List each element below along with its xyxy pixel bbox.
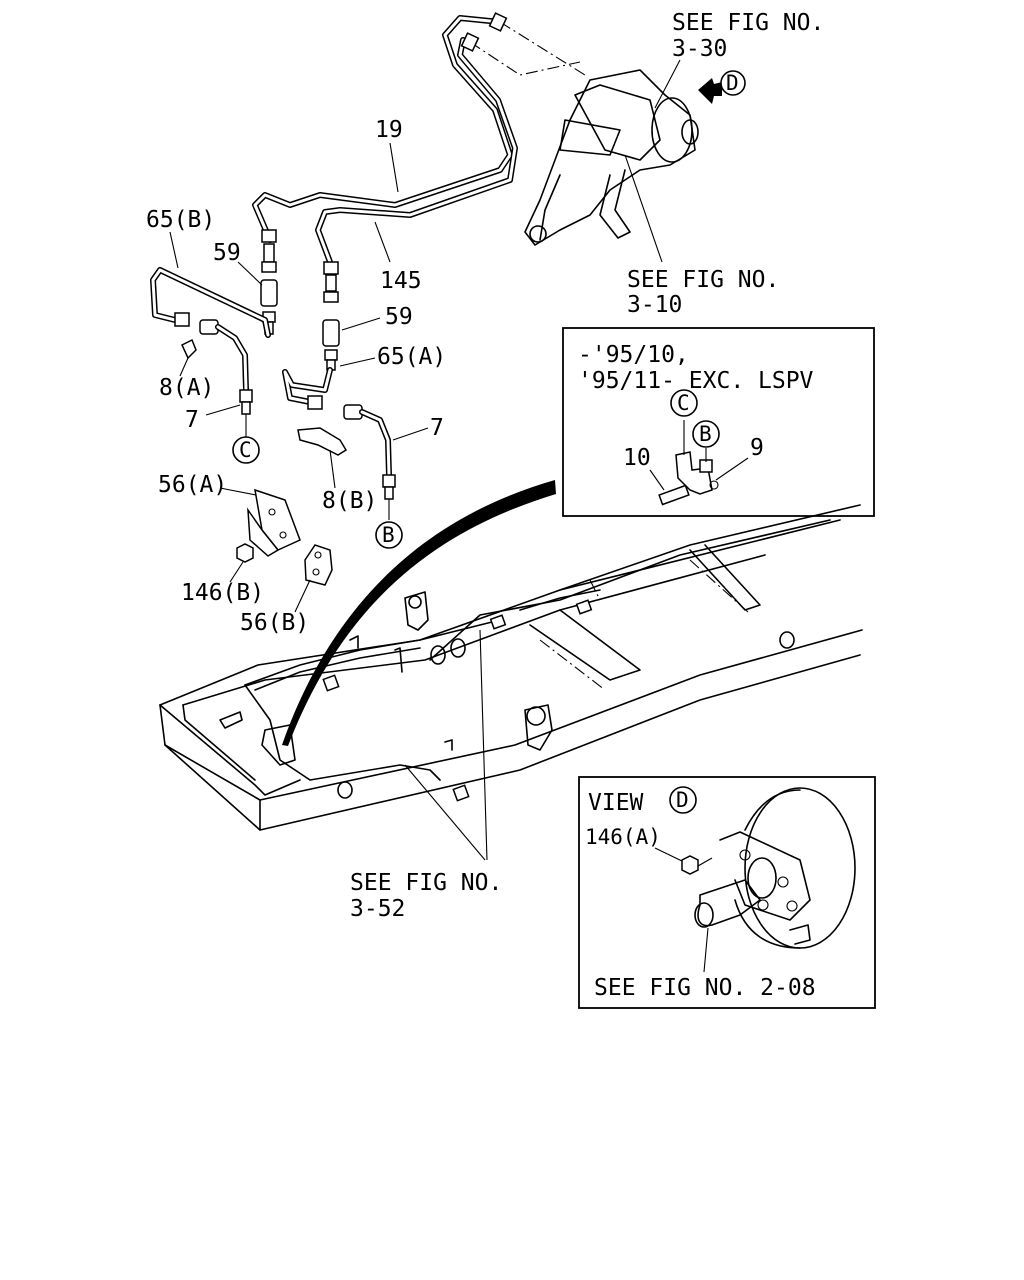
inset-callout-c xyxy=(670,389,698,417)
leader-3-52-a xyxy=(479,629,488,861)
leader-59-left xyxy=(237,261,263,286)
part-65a-label: 65(A) xyxy=(377,344,446,370)
leader-146b xyxy=(229,561,244,583)
bolt-10 xyxy=(658,484,690,506)
part-65b-label: 65(B) xyxy=(146,207,215,233)
brake-booster xyxy=(744,787,856,949)
pipe-65b xyxy=(150,267,271,338)
bracket-56b xyxy=(304,544,333,586)
inset-lspv-line1: -'95/10, xyxy=(578,342,689,368)
inset-callout-c-text: C xyxy=(677,391,690,415)
callout-c-left xyxy=(232,436,260,464)
view-d-title: VIEW xyxy=(588,790,644,816)
inset-callout-b xyxy=(692,420,720,448)
leader-56b xyxy=(294,579,311,613)
see-fig-3-52-line1: SEE FIG NO. xyxy=(350,870,502,896)
leader-7-left xyxy=(205,404,241,416)
hose-7-right xyxy=(343,404,396,500)
nut-146a xyxy=(681,855,699,875)
clip-8b xyxy=(297,427,348,456)
view-d-callout-text: D xyxy=(676,788,689,812)
part-10-label: 10 xyxy=(623,445,651,471)
part-56a-label: 56(A) xyxy=(158,472,227,498)
nut-146b xyxy=(236,543,254,563)
clip-8a xyxy=(181,338,197,360)
inset-lspv-line2: '95/11- EXC. LSPV xyxy=(578,368,814,394)
see-fig-3-52-line2: 3-52 xyxy=(350,896,405,922)
part-19-label: 19 xyxy=(375,117,403,143)
left-union-stack xyxy=(260,229,278,335)
part-145-label: 145 xyxy=(380,268,422,294)
part-9-label: 9 xyxy=(750,435,764,461)
hose-7-left xyxy=(199,319,253,415)
leader-8a xyxy=(179,357,189,377)
leader-7-right xyxy=(392,427,429,441)
callout-d-text: D xyxy=(726,71,739,95)
part-59-left-label: 59 xyxy=(213,240,241,266)
part-7-right-label: 7 xyxy=(430,415,444,441)
leader-56a xyxy=(219,487,257,496)
vehicle-frame xyxy=(159,504,863,831)
leader-3-30 xyxy=(654,59,681,109)
leader-65b xyxy=(169,231,179,269)
leader-3-52-b xyxy=(404,764,486,861)
part-146a-label: 146(A) xyxy=(585,825,661,849)
view-d-see-fig: SEE FIG NO. 2-08 xyxy=(594,975,816,1001)
see-fig-3-10-line1: SEE FIG NO. xyxy=(627,267,779,293)
leader-8b xyxy=(329,449,336,489)
brake-pipes xyxy=(252,12,586,265)
right-union-stack xyxy=(322,261,340,371)
part-146b-label: 146(B) xyxy=(181,580,264,606)
callout-d-circle xyxy=(720,70,746,96)
view-d-callout xyxy=(669,786,697,814)
union-59-left xyxy=(260,279,278,307)
part-8a-label: 8(A) xyxy=(159,375,214,401)
see-fig-3-30-line1: SEE FIG NO. xyxy=(672,10,824,36)
part-59-right-label: 59 xyxy=(385,304,413,330)
part-7-left-label: 7 xyxy=(185,407,199,433)
leader-65a xyxy=(339,357,376,367)
zoom-swoosh xyxy=(282,480,556,746)
leader-145 xyxy=(374,221,391,263)
part-56b-label: 56(B) xyxy=(240,610,309,636)
brake-pedal-assembly xyxy=(524,69,699,246)
union-59-right xyxy=(322,319,340,347)
callout-b-left-text: B xyxy=(382,523,395,547)
see-fig-3-10-line2: 3-10 xyxy=(627,292,682,318)
bracket-56a xyxy=(247,488,301,557)
leader-19 xyxy=(389,142,399,193)
lspv-joint xyxy=(675,451,713,495)
view-d-arrow-icon xyxy=(698,78,722,104)
leader-59-right xyxy=(341,317,381,331)
callout-b-left xyxy=(375,521,403,549)
see-fig-3-30-line2: 3-30 xyxy=(672,36,727,62)
inset-callout-b-text: B xyxy=(699,422,712,446)
leader-3-10 xyxy=(624,154,663,263)
part-8b-label: 8(B) xyxy=(322,488,377,514)
pipe-65a xyxy=(282,367,333,410)
master-cylinder xyxy=(697,879,761,927)
inset-lspv: -'95/10, '95/11- EXC. LSPV C B 10 9 xyxy=(562,327,875,517)
callout-c-left-text: C xyxy=(239,438,252,462)
inset-view-d: VIEW D 146(A) SEE FIG NO. 2-08 xyxy=(578,776,876,1009)
